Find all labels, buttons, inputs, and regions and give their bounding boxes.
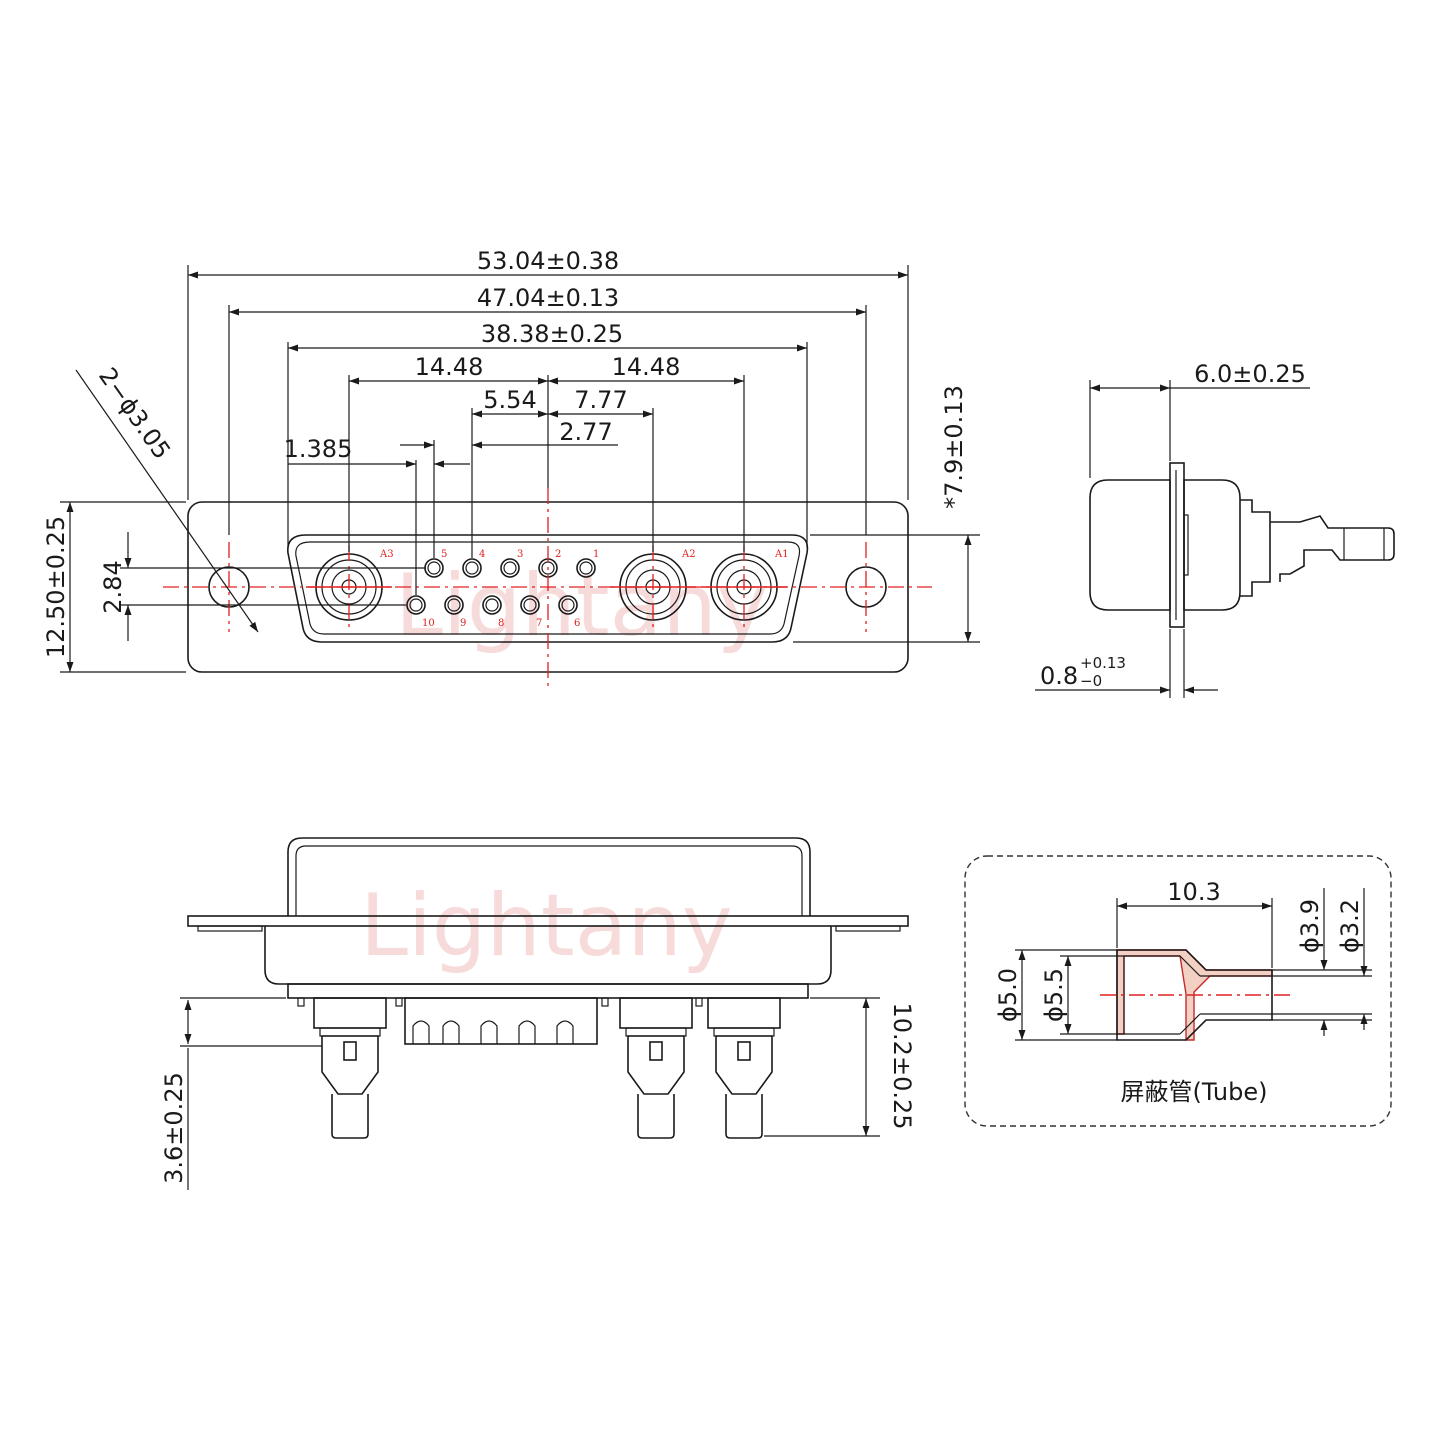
dim-mount-hole-spacing: 47.04±0.13 [477, 284, 619, 312]
dim-flange-height: 12.50±0.25 [42, 516, 70, 658]
dim-row-spacing: 2.84 [99, 560, 127, 613]
tube-detail: 10.3 ϕ5.0 ϕ5.5 ϕ3.9 ϕ3.2 屏蔽管(Tube) [964, 855, 1392, 1127]
side-insulator-body [1183, 479, 1241, 611]
d-shell-inner [295, 541, 801, 635]
front-centerlines [163, 488, 932, 688]
side-shell-body [1089, 479, 1171, 611]
dim-tube-inner-dia: ϕ3.2 [1336, 899, 1364, 953]
pin-label-9: 9 [460, 618, 466, 629]
pin-label-1: 1 [593, 549, 599, 560]
dim-flange-tol-lower: −0 [1080, 672, 1102, 690]
dim-pin-offset-left: 5.54 [483, 386, 536, 414]
coax-tail-a2 [619, 997, 693, 1139]
dim-tube-outer-dia: ϕ5.0 [994, 968, 1022, 1022]
pin-label-5: 5 [441, 549, 447, 560]
pin-label-8: 8 [498, 618, 504, 629]
dim-tube-length: 10.3 [1167, 878, 1220, 906]
dim-half-pitch: 2.77 [559, 418, 612, 446]
dim-shell-height: *7.9±0.13 [940, 385, 968, 509]
front-dimension-lines [66, 271, 972, 672]
bottom-flange-tab-right [835, 925, 901, 932]
coax-label-a3: A3 [379, 549, 394, 560]
dim-pin-half-pitch: 1.385 [284, 435, 353, 463]
pin-label-6: 6 [574, 618, 580, 629]
dim-tube-mid-dia: ϕ3.9 [1296, 899, 1324, 953]
coax-label-a1: A1 [774, 549, 789, 560]
dim-tail-length: 3.6±0.25 [160, 1072, 188, 1184]
coax-tail-a3 [313, 997, 387, 1139]
pin-label-4: 4 [479, 549, 485, 560]
side-view: 6.0±0.25 0.8 +0.13 −0 [1035, 360, 1395, 698]
dim-pin-offset-right: 7.77 [574, 386, 627, 414]
bottom-row-pins [406, 595, 578, 615]
tube-detail-frame [964, 855, 1392, 1127]
pin-label-3: 3 [517, 549, 523, 560]
side-contact-tail [1270, 515, 1395, 582]
bottom-view: 3.6±0.25 10.2±0.25 [160, 837, 916, 1190]
pin-label-7: 7 [536, 618, 542, 629]
dim-flange-thickness: 0.8 [1040, 662, 1078, 690]
dim-tube-outer-dia-2: ϕ5.5 [1040, 968, 1068, 1022]
dim-total-length: 10.2±0.25 [888, 1003, 916, 1130]
side-contact-collar [1240, 499, 1271, 597]
top-row-pins [424, 558, 596, 578]
tube-title: 屏蔽管(Tube) [1121, 1078, 1268, 1106]
side-flange-plate [1169, 462, 1185, 628]
bottom-insulator-base [287, 983, 809, 999]
dim-right-coax-offset: 14.48 [612, 353, 681, 381]
dim-left-coax-offset: 14.48 [415, 353, 484, 381]
bottom-flange-tab-left [197, 925, 263, 932]
signal-pin-tails [412, 1020, 574, 1044]
pin-label-10: 10 [422, 618, 435, 629]
signal-pin-block [404, 997, 598, 1045]
bottom-flange-plate [187, 915, 909, 927]
dim-flange-tol-upper: +0.13 [1080, 654, 1126, 672]
bottom-shell-top [287, 837, 811, 916]
dim-shell-width: 38.38±0.25 [481, 320, 623, 348]
dim-side-depth: 6.0±0.25 [1194, 360, 1306, 388]
dim-overall-width: 53.04±0.38 [477, 247, 619, 275]
coax-label-a2: A2 [681, 549, 696, 560]
front-extension-lines [60, 265, 980, 673]
pin-label-2: 2 [555, 549, 561, 560]
coax-tail-a1 [707, 997, 781, 1139]
